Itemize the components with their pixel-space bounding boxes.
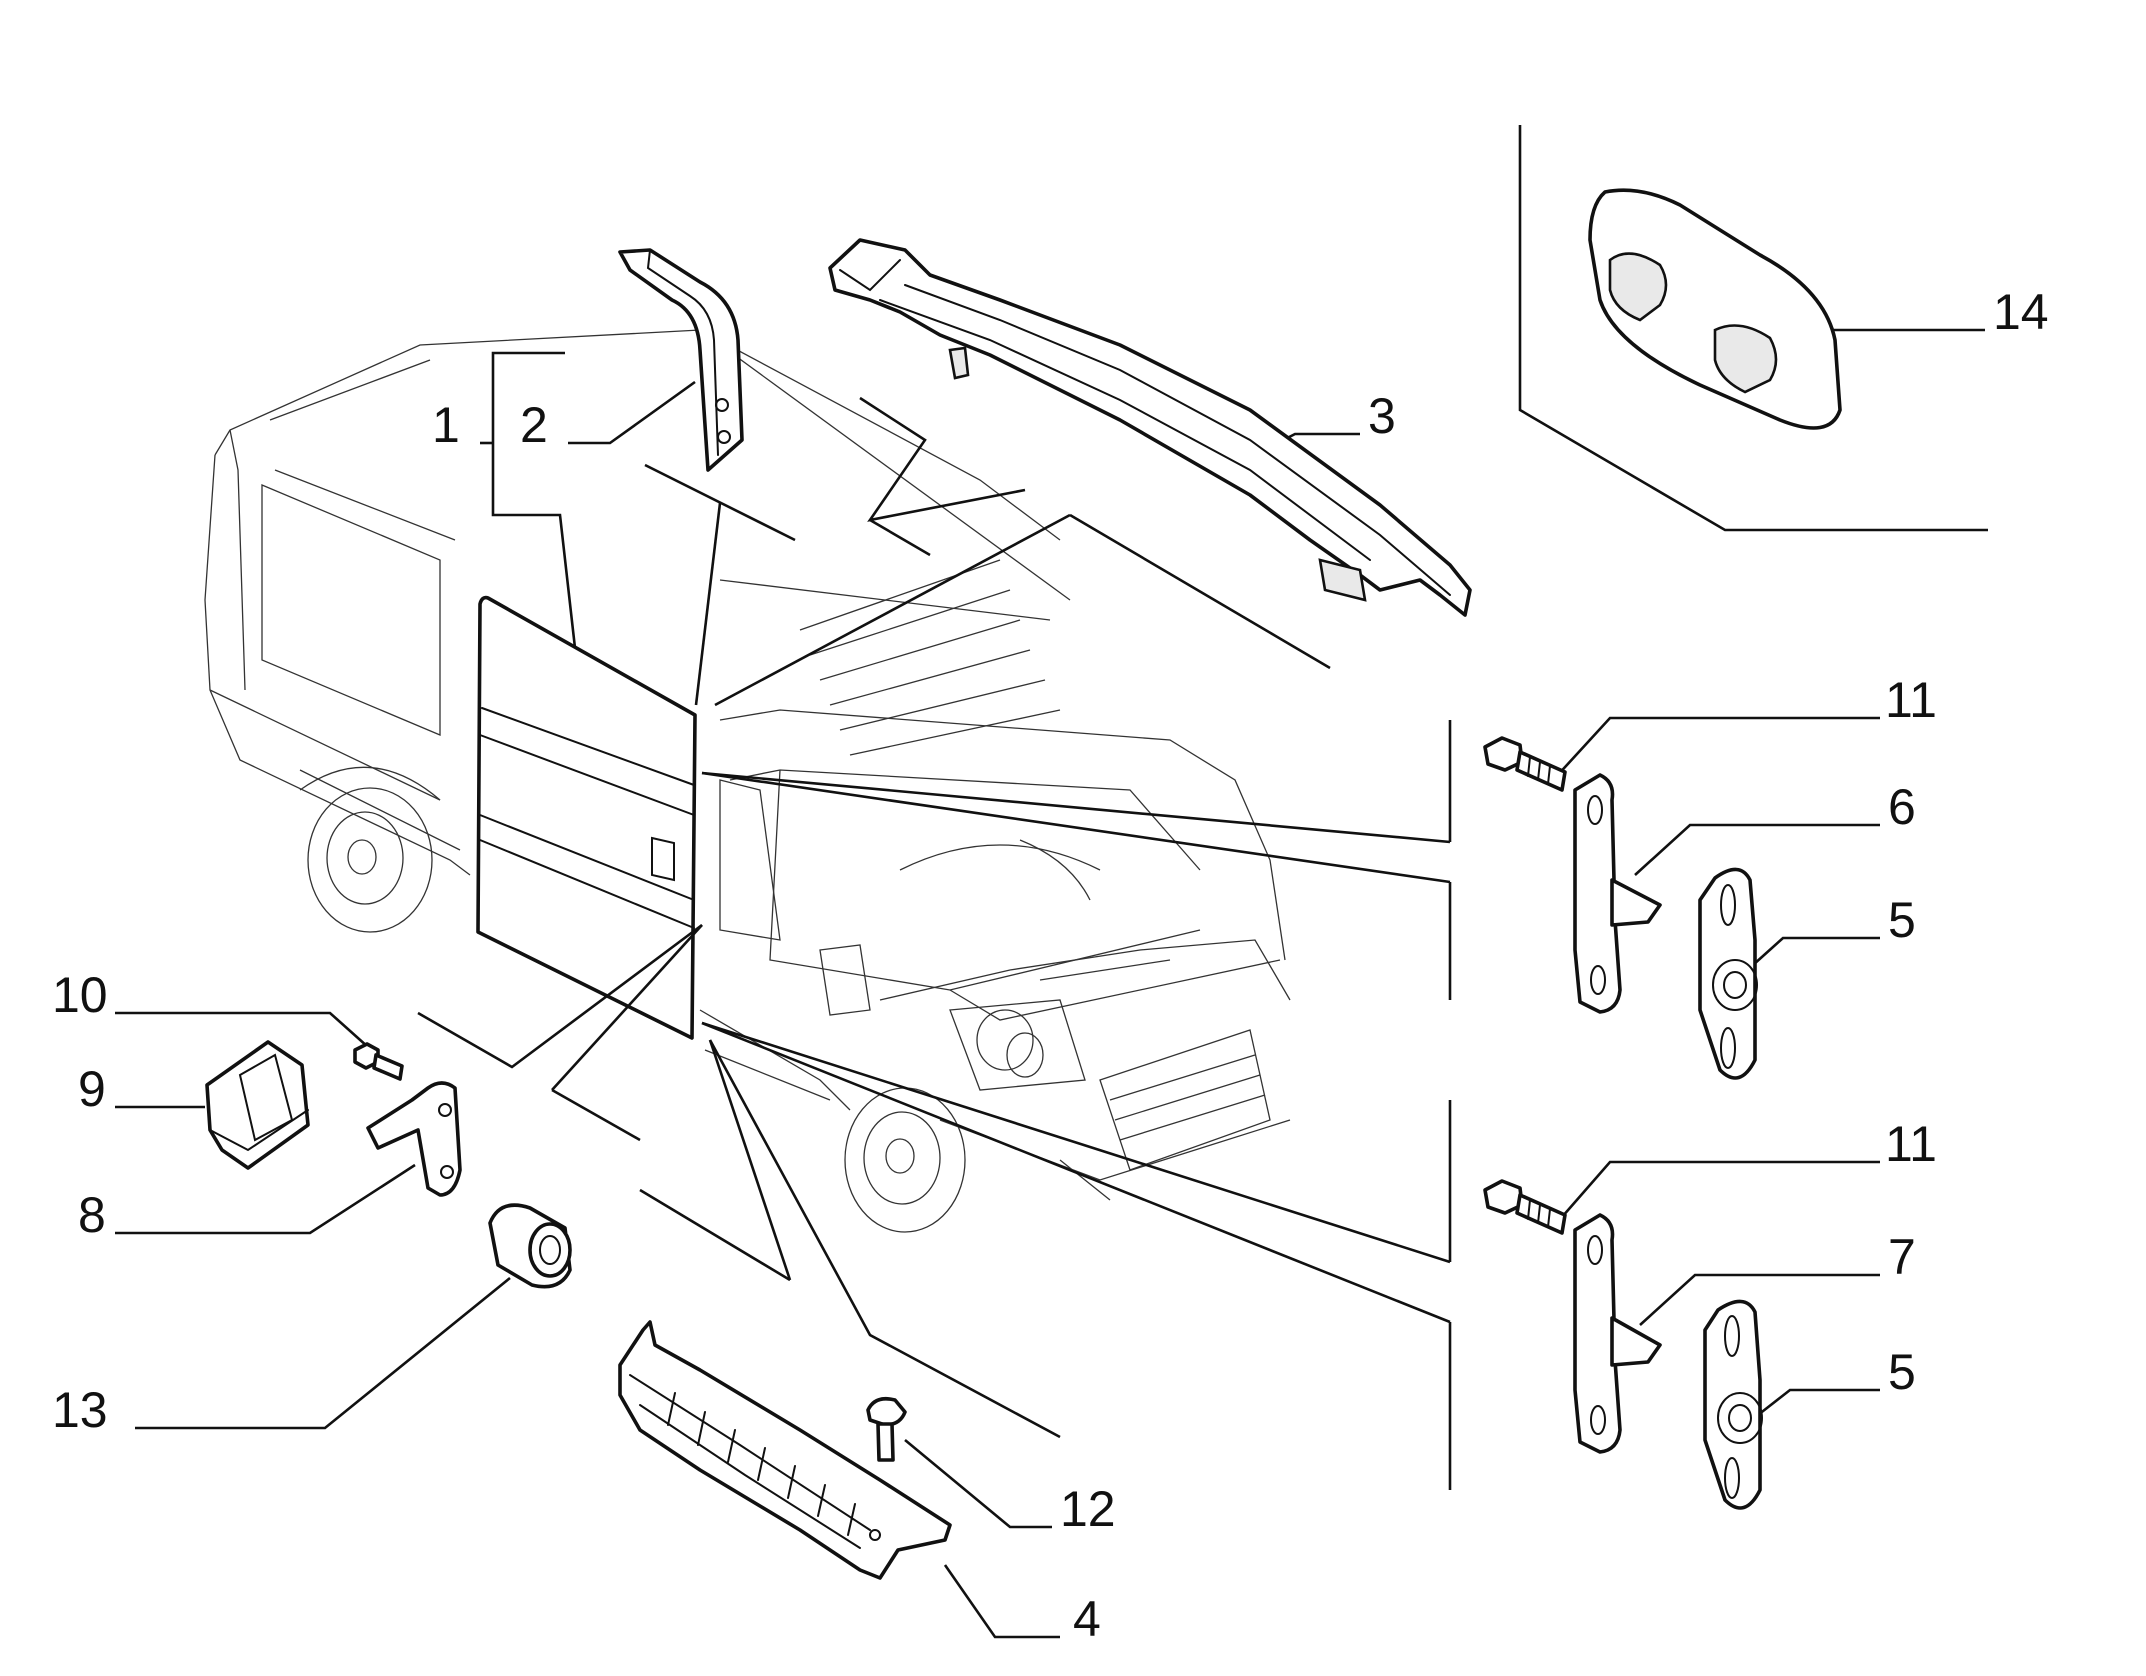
lower-hardware-set: [1483, 1179, 1763, 1510]
callout-1: 1: [432, 397, 460, 453]
callout-11-lower: 11: [1885, 1116, 1937, 1172]
sliding-door-panel: [476, 595, 697, 1040]
part-8-roller-bracket: [366, 1081, 462, 1197]
part-4-lower-rail: [618, 1320, 952, 1580]
callout-labels: 1 2 3 14 11 6 5 11 7 5 10 9 8 13 12 4: [52, 284, 2049, 1647]
callout-14: 14: [1993, 284, 2049, 340]
part-9-guide-block: [205, 1040, 310, 1170]
callout-4: 4: [1073, 1591, 1101, 1647]
part-2-upper-bracket: [618, 248, 744, 472]
upper-hardware-set: [1483, 736, 1758, 1080]
callout-11-upper: 11: [1885, 672, 1937, 728]
callout-12: 12: [1060, 1481, 1116, 1537]
leader-lines: [115, 125, 1988, 1639]
callout-13: 13: [52, 1382, 108, 1438]
callout-6: 6: [1888, 779, 1916, 835]
callout-3: 3: [1368, 388, 1396, 444]
part-10-bolt: [353, 1042, 404, 1081]
callout-8: 8: [78, 1187, 106, 1243]
part-12-screw: [866, 1396, 907, 1462]
callout-10: 10: [52, 967, 108, 1023]
callout-7: 7: [1888, 1229, 1916, 1285]
callout-5-upper: 5: [1888, 892, 1916, 948]
callout-9: 9: [78, 1061, 106, 1117]
part-13-roller: [488, 1203, 572, 1289]
part-14-cover-plug: [1588, 188, 1842, 430]
callout-5-lower: 5: [1888, 1344, 1916, 1400]
van-illustration: [204, 329, 1291, 1233]
callout-2: 2: [520, 397, 548, 453]
part-3-upper-rail: [828, 238, 1472, 617]
